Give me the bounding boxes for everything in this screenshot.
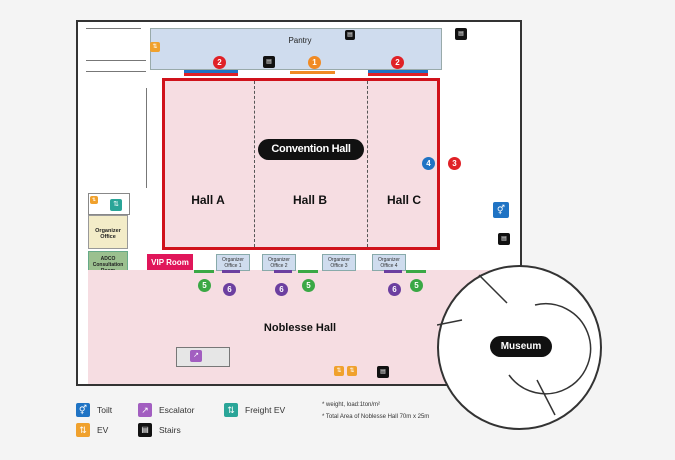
entrance-stripe bbox=[184, 73, 238, 76]
noblesse-hall-label: Noblesse Hall bbox=[263, 322, 337, 334]
marker-4[interactable]: 4 bbox=[422, 157, 435, 170]
entrance-stripe bbox=[298, 270, 318, 273]
entrance-stripe bbox=[384, 270, 402, 273]
marker-2[interactable]: 2 bbox=[213, 56, 226, 69]
escalator-area bbox=[176, 347, 230, 367]
ev-icon: ⇅ bbox=[76, 423, 90, 437]
legend-freight-ev: Freight EV bbox=[245, 405, 286, 415]
freight-ev-icon: ⇅ bbox=[110, 199, 122, 211]
stairs-icon: ▤ bbox=[138, 423, 152, 437]
marker-1[interactable]: 1 bbox=[308, 56, 321, 69]
ev-icon: ⇅ bbox=[90, 196, 98, 204]
legend-toilet: Toilt bbox=[97, 405, 113, 415]
toilet-icon: ⚥ bbox=[493, 202, 509, 218]
stairs-icon: ▤ bbox=[263, 56, 275, 68]
entrance-stripe bbox=[368, 70, 428, 73]
toilet-icon: ⚥ bbox=[76, 403, 90, 417]
entrance-stripe bbox=[274, 270, 292, 273]
stairs-icon: ▤ bbox=[345, 30, 355, 40]
museum-walls bbox=[437, 274, 592, 416]
legend-ev: EV bbox=[97, 425, 109, 435]
stairs-icon: ▤ bbox=[455, 28, 467, 40]
stairs-icon: ▤ bbox=[498, 233, 510, 245]
wall-detail bbox=[86, 28, 141, 33]
marker-2[interactable]: 2 bbox=[391, 56, 404, 69]
vip-room[interactable]: VIP Room bbox=[147, 254, 193, 271]
marker-3[interactable]: 3 bbox=[448, 157, 461, 170]
museum-label: Museum bbox=[490, 336, 552, 357]
ev-icon: ⇅ bbox=[150, 42, 160, 52]
escalator-icon: ↗ bbox=[138, 403, 152, 417]
stairs-icon: ▤ bbox=[377, 366, 389, 378]
entrance-stripe bbox=[184, 70, 238, 73]
organizer-office-2[interactable]: Organizer Office 2 bbox=[262, 254, 296, 271]
organizer-office-1[interactable]: Organizer Office 1 bbox=[216, 254, 250, 271]
entrance-stripe bbox=[290, 71, 335, 74]
hall-divider bbox=[367, 81, 368, 247]
hall-c-label[interactable]: Hall C bbox=[386, 193, 421, 207]
marker-5[interactable]: 5 bbox=[302, 279, 315, 292]
hall-b-label[interactable]: Hall B bbox=[292, 193, 327, 207]
note-area: * Total Area of Noblesse Hall 70m x 25m bbox=[322, 414, 430, 420]
entrance-stripe bbox=[194, 270, 214, 273]
freight-ev-icon: ⇅ bbox=[224, 403, 238, 417]
entrance-stripe bbox=[406, 270, 426, 273]
convention-hall-label: Convention Hall bbox=[258, 139, 364, 160]
note-weight: * weight, load:1ton/m² bbox=[322, 402, 381, 408]
organizer-office-4[interactable]: Organizer Office 4 bbox=[372, 254, 406, 271]
marker-5[interactable]: 5 bbox=[198, 279, 211, 292]
organizer-office-3[interactable]: Organizer Office 3 bbox=[322, 254, 356, 271]
marker-6[interactable]: 6 bbox=[388, 283, 401, 296]
hall-divider bbox=[254, 81, 255, 247]
marker-5[interactable]: 5 bbox=[410, 279, 423, 292]
organizer-office-side[interactable]: Organizer Office bbox=[88, 215, 128, 249]
marker-6[interactable]: 6 bbox=[275, 283, 288, 296]
entrance-stripe bbox=[368, 73, 428, 76]
hall-a-label[interactable]: Hall A bbox=[191, 193, 225, 207]
escalator-icon: ↗ bbox=[190, 350, 202, 362]
convention-hall[interactable] bbox=[162, 78, 440, 250]
ev-icon: ⇅ bbox=[334, 366, 344, 376]
wall-detail bbox=[86, 60, 146, 72]
entrance-stripe bbox=[222, 270, 240, 273]
ev-icon: ⇅ bbox=[347, 366, 357, 376]
pantry-label: Pantry bbox=[288, 36, 312, 45]
marker-6[interactable]: 6 bbox=[223, 283, 236, 296]
wall-detail bbox=[118, 88, 147, 188]
legend-stairs: Stairs bbox=[159, 425, 181, 435]
legend-escalator: Escalator bbox=[159, 405, 195, 415]
